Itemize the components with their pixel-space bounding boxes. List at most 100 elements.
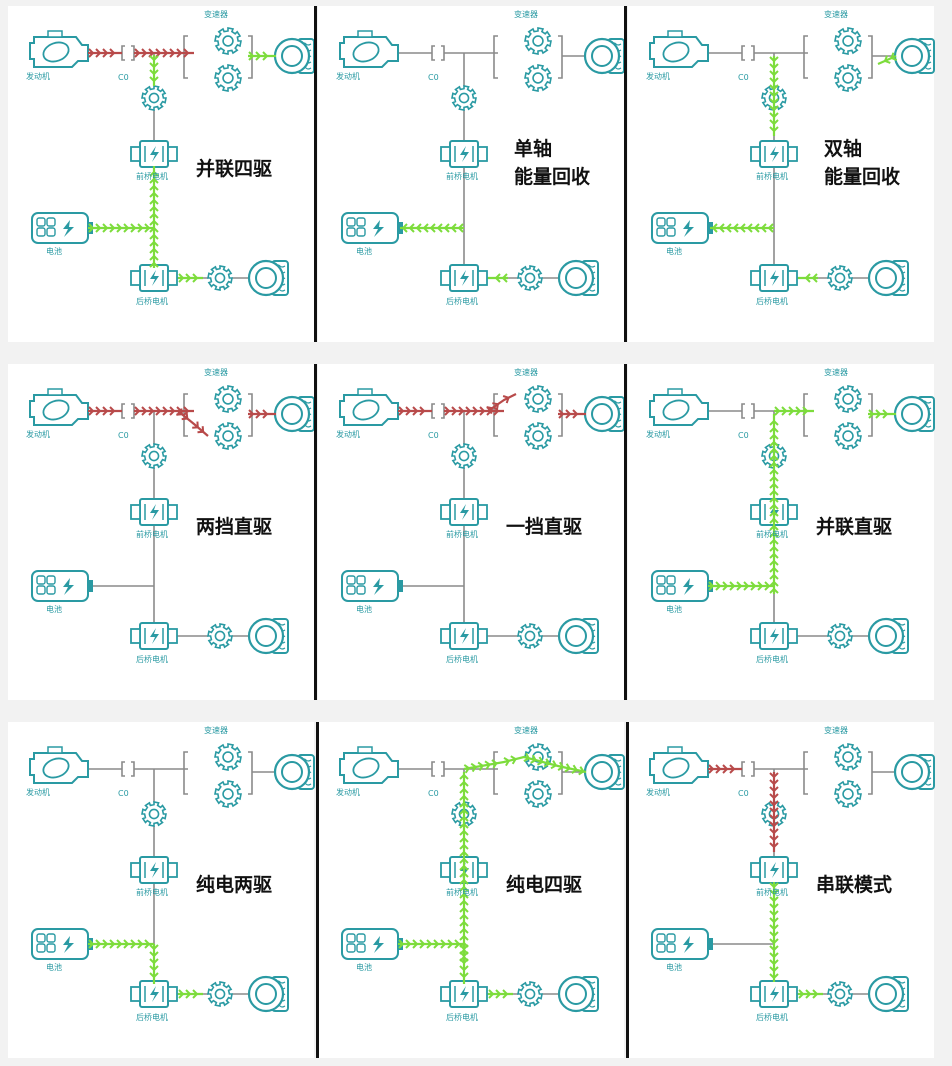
mode-title: 两挡直驱	[196, 514, 272, 542]
transmission-gear-icon	[834, 422, 862, 450]
front-wheel-icon	[583, 753, 625, 791]
rear-reducer-gear-icon	[207, 981, 233, 1007]
mode-title-line: 纯电四驱	[506, 875, 583, 896]
battery-label: 电池	[356, 963, 372, 972]
rear-motor-icon	[130, 264, 178, 292]
transmission-gear-icon	[214, 743, 242, 771]
transmission-label: 变速器	[514, 10, 538, 19]
mode-title-line: 一挡直驱	[506, 517, 583, 538]
rear-wheel-icon	[557, 617, 599, 655]
front-reducer-gear-icon	[451, 85, 477, 111]
powertrain-diagram	[649, 27, 935, 297]
front-reducer-gear-icon	[141, 443, 167, 469]
battery-icon	[651, 570, 713, 602]
rear-wheel-icon	[867, 259, 909, 297]
transmission-label: 变速器	[824, 10, 848, 19]
rear-reducer-gear-icon	[517, 265, 543, 291]
energy-flow-arrow	[88, 48, 122, 58]
rear-reducer-gear-icon	[517, 981, 543, 1007]
battery-icon	[651, 928, 713, 960]
panel-divider	[624, 6, 627, 342]
powertrain-diagram	[29, 743, 315, 1013]
mode-title-line: 两挡直驱	[196, 517, 273, 538]
rear-wheel-icon	[867, 617, 909, 655]
energy-flow-arrow	[400, 223, 464, 233]
energy-flow-arrow	[769, 56, 779, 136]
energy-flow-arrow	[88, 223, 154, 233]
clutch-icon	[121, 45, 135, 61]
rear-motor-label: 后桥电机	[446, 1013, 478, 1022]
rear-motor-icon	[440, 980, 488, 1008]
mode-title-line: 单轴	[514, 139, 553, 160]
transmission-label: 变速器	[824, 368, 848, 377]
battery-label: 电池	[666, 247, 682, 256]
energy-flow-arrow	[178, 273, 203, 283]
front-wheel-icon	[583, 37, 625, 75]
energy-flow-arrow	[708, 581, 774, 591]
battery-label: 电池	[666, 605, 682, 614]
battery-icon	[341, 212, 403, 244]
powertrain-diagram	[29, 385, 315, 655]
rear-wheel-icon	[247, 617, 289, 655]
mode-title: 一挡直驱	[506, 514, 582, 542]
battery-icon	[341, 570, 403, 602]
battery-icon	[31, 212, 93, 244]
panel-divider	[316, 722, 319, 1058]
energy-flow-arrow	[877, 52, 898, 66]
engine-label: 发动机	[646, 430, 670, 439]
mode-title-line: 串联模式	[816, 875, 893, 896]
energy-flow-arrow	[149, 166, 159, 268]
rear-motor-label: 后桥电机	[136, 655, 168, 664]
energy-flow-arrow	[769, 882, 779, 982]
engine-icon	[339, 746, 399, 784]
energy-flow-arrow	[88, 406, 122, 416]
engine-label: 发动机	[26, 72, 50, 81]
mode-title: 串联模式	[816, 872, 892, 900]
energy-flow-arrow	[398, 406, 432, 416]
energy-flow-arrow	[488, 273, 508, 283]
energy-flow-arrow	[769, 414, 779, 594]
transmission-gear-icon	[214, 64, 242, 92]
mode-title: 并联直驱	[816, 514, 892, 542]
clutch-label: C0	[428, 789, 439, 798]
rear-wheel-icon	[867, 975, 909, 1013]
powertrain-diagram	[339, 385, 625, 655]
energy-flow-arrow	[769, 772, 779, 852]
powertrain-diagram	[339, 27, 625, 297]
panel-divider	[314, 6, 317, 342]
rear-wheel-icon	[247, 975, 289, 1013]
front-motor-icon	[750, 856, 798, 884]
energy-flow-arrow	[798, 989, 823, 999]
engine-icon	[339, 388, 399, 426]
transmission-label: 变速器	[514, 368, 538, 377]
rear-motor-icon	[130, 622, 178, 650]
engine-icon	[649, 30, 709, 68]
rear-reducer-gear-icon	[827, 981, 853, 1007]
battery-icon	[651, 212, 713, 244]
engine-label: 发动机	[336, 430, 360, 439]
transmission-gear-icon	[214, 422, 242, 450]
transmission-label: 变速器	[204, 726, 228, 735]
clutch-icon	[741, 45, 755, 61]
rear-motor-label: 后桥电机	[756, 655, 788, 664]
front-wheel-icon	[583, 395, 625, 433]
engine-icon	[339, 30, 399, 68]
rear-wheel-icon	[557, 975, 599, 1013]
front-motor-label: 前桥电机	[756, 172, 788, 181]
rear-motor-icon	[750, 622, 798, 650]
transmission-gear-icon	[524, 385, 552, 413]
mode-title: 双轴能量回收	[824, 136, 900, 192]
rear-motor-label: 后桥电机	[756, 1013, 788, 1022]
transmission-gear-icon	[214, 27, 242, 55]
engine-label: 发动机	[336, 788, 360, 797]
transmission-gear-icon	[834, 780, 862, 808]
front-motor-label: 前桥电机	[136, 530, 168, 539]
energy-flow-arrow	[398, 939, 464, 949]
